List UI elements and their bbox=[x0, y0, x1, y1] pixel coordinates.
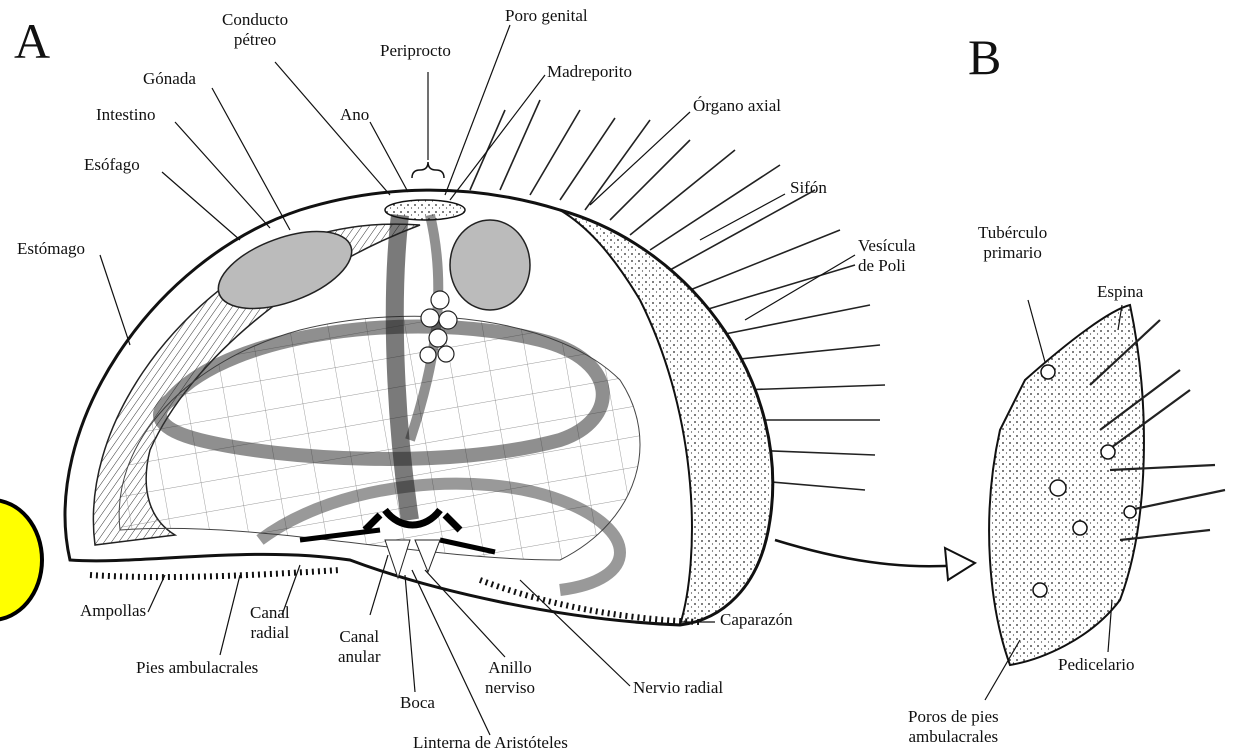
label-organo-axial: Órgano axial bbox=[693, 96, 781, 116]
label-sifon: Sifón bbox=[790, 178, 827, 198]
connector-arrow bbox=[775, 540, 960, 566]
label-poro-genital: Poro genital bbox=[505, 6, 588, 26]
panel-label-a: A bbox=[14, 16, 50, 66]
label-linterna-aristoteles: Linterna de Aristóteles bbox=[413, 733, 568, 753]
label-madreporito: Madreporito bbox=[547, 62, 632, 82]
label-pies-ambulacrales: Pies ambulacrales bbox=[136, 658, 258, 678]
label-ano: Ano bbox=[340, 105, 369, 125]
label-estomago: Estómago bbox=[17, 239, 85, 259]
test-shell bbox=[65, 100, 885, 625]
label-periprocto: Periprocto bbox=[380, 41, 451, 61]
label-pedicelario: Pedicelario bbox=[1058, 655, 1134, 675]
label-caparazon: Caparazón bbox=[720, 610, 793, 630]
label-nervio-radial: Nervio radial bbox=[633, 678, 723, 698]
label-intestino: Intestino bbox=[96, 105, 156, 125]
panel-label-b: B bbox=[968, 32, 1001, 82]
label-espina: Espina bbox=[1097, 282, 1143, 302]
label-ampollas: Ampollas bbox=[80, 601, 146, 621]
test-detail bbox=[989, 305, 1225, 665]
label-gonada: Gónada bbox=[143, 69, 196, 89]
label-esofago: Esófago bbox=[84, 155, 140, 175]
arrow-head bbox=[945, 548, 975, 580]
label-boca: Boca bbox=[400, 693, 435, 713]
